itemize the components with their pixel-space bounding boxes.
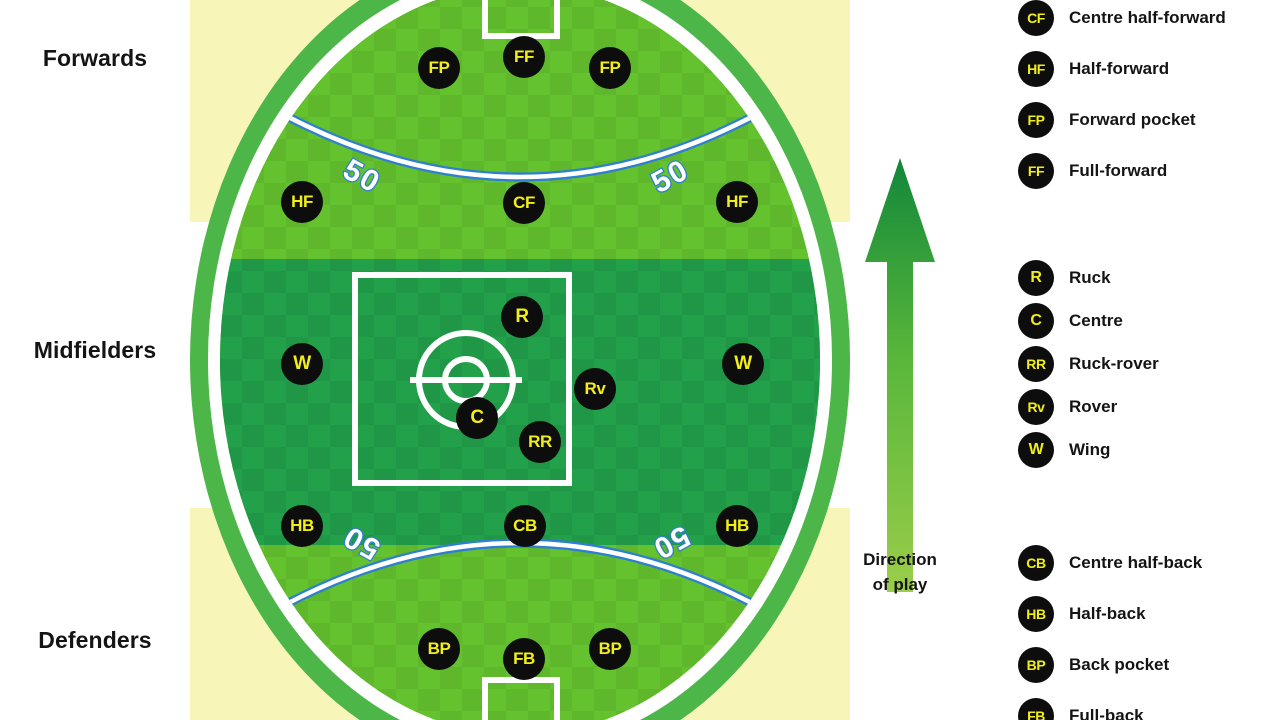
legend-label-cb: Centre half-back <box>1069 552 1203 572</box>
legend-label-hf: Half-forward <box>1069 58 1170 78</box>
legend-badge-ff: FF <box>1018 152 1054 189</box>
legend-label-bp: Back pocket <box>1069 654 1170 674</box>
player-marker-half-forward-right: HF <box>716 181 758 223</box>
legend-badge-w: W <box>1018 431 1054 468</box>
legend-badge-fp: FP <box>1018 101 1054 138</box>
legend-row-defenders-bp: BP Back pocket <box>1018 639 1280 690</box>
player-marker-centre: C <box>456 397 498 439</box>
player-marker-back-pocket-right: BP <box>589 628 631 670</box>
direction-of-play-label: Direction of play <box>830 548 970 597</box>
player-marker-back-pocket-left: BP <box>418 628 460 670</box>
legend-row-defenders-cb: CB Centre half-back <box>1018 537 1280 588</box>
fifty-metre-arc-top <box>220 80 820 280</box>
legend-badge-bp: BP <box>1018 646 1054 683</box>
legend-label-c: Centre <box>1069 310 1123 330</box>
player-marker-half-back-right: HB <box>716 505 758 547</box>
legend-label-r: Ruck <box>1069 267 1111 287</box>
player-marker-rover: Rv <box>574 368 616 410</box>
player-marker-wing-left: W <box>281 343 323 385</box>
legend-label-ff: Full-forward <box>1069 160 1168 180</box>
legend-badge-cb: CB <box>1018 544 1054 581</box>
direction-of-play-arrow-icon <box>855 152 945 592</box>
direction-label-line1: Direction <box>863 550 937 569</box>
legend-row-forwards-fp: FP Forward pocket <box>1018 94 1280 145</box>
legend-row-midfielders-rr: RR Ruck-rover <box>1018 342 1280 385</box>
player-marker-wing-right: W <box>722 343 764 385</box>
surface-zone-defence <box>220 545 820 720</box>
player-marker-centre-half-forward: CF <box>503 182 545 224</box>
legend-badge-fb: FB <box>1018 697 1054 720</box>
legend-badge-hb: HB <box>1018 595 1054 632</box>
legend-row-midfielders-w: W Wing <box>1018 428 1280 471</box>
legend-label-cf: Centre half-forward <box>1069 7 1226 27</box>
legend-row-forwards-hf: HF Half-forward <box>1018 43 1280 94</box>
legend-badge-cf: CF <box>1018 0 1054 36</box>
legend-row-defenders-hb: HB Half-back <box>1018 588 1280 639</box>
legend-label-w: Wing <box>1069 439 1111 459</box>
direction-label-line2: of play <box>872 574 928 594</box>
legend-badge-r: R <box>1018 259 1054 296</box>
goal-square-bottom <box>482 677 560 720</box>
legend-badge-rr: RR <box>1018 345 1054 382</box>
legend-badge-rv: Rv <box>1018 388 1054 425</box>
goal-square-top <box>482 0 560 39</box>
player-marker-half-back-left: HB <box>281 505 323 547</box>
legend-row-midfielders-c: C Centre <box>1018 299 1280 342</box>
legend-badge-c: C <box>1018 302 1054 339</box>
legend-row-forwards-cf: CF Centre half-forward <box>1018 0 1280 43</box>
centre-square <box>352 272 572 486</box>
player-marker-full-back: FB <box>503 638 545 680</box>
legend-row-midfielders-r: R Ruck <box>1018 256 1280 299</box>
legend-badge-hf: HF <box>1018 50 1054 87</box>
legend-row-forwards-ff: FF Full-forward <box>1018 145 1280 196</box>
zone-label-forwards: Forwards <box>42 45 148 71</box>
zone-label-midfielders: Midfielders <box>33 337 157 363</box>
centre-circle-inner <box>442 356 490 404</box>
player-marker-ruck-rover: RR <box>519 421 561 463</box>
playing-surface <box>220 0 820 720</box>
legend-label-fp: Forward pocket <box>1069 109 1196 129</box>
player-marker-centre-half-back: CB <box>504 505 546 547</box>
player-marker-full-forward: FF <box>503 36 545 78</box>
player-marker-half-forward-left: HF <box>281 181 323 223</box>
legend-label-rr: Ruck-rover <box>1069 353 1159 373</box>
legend-label-fb: Full-back <box>1069 705 1144 720</box>
zone-label-defenders: Defenders <box>38 627 152 653</box>
player-marker-ruck: R <box>501 296 543 338</box>
legend-row-defenders-fb: FB Full-back <box>1018 690 1280 720</box>
player-marker-forward-pocket-right: FP <box>589 47 631 89</box>
legend-label-rv: Rover <box>1069 396 1118 416</box>
legend-row-midfielders-rv: Rv Rover <box>1018 385 1280 428</box>
legend-label-hb: Half-back <box>1069 603 1146 623</box>
player-marker-forward-pocket-left: FP <box>418 47 460 89</box>
